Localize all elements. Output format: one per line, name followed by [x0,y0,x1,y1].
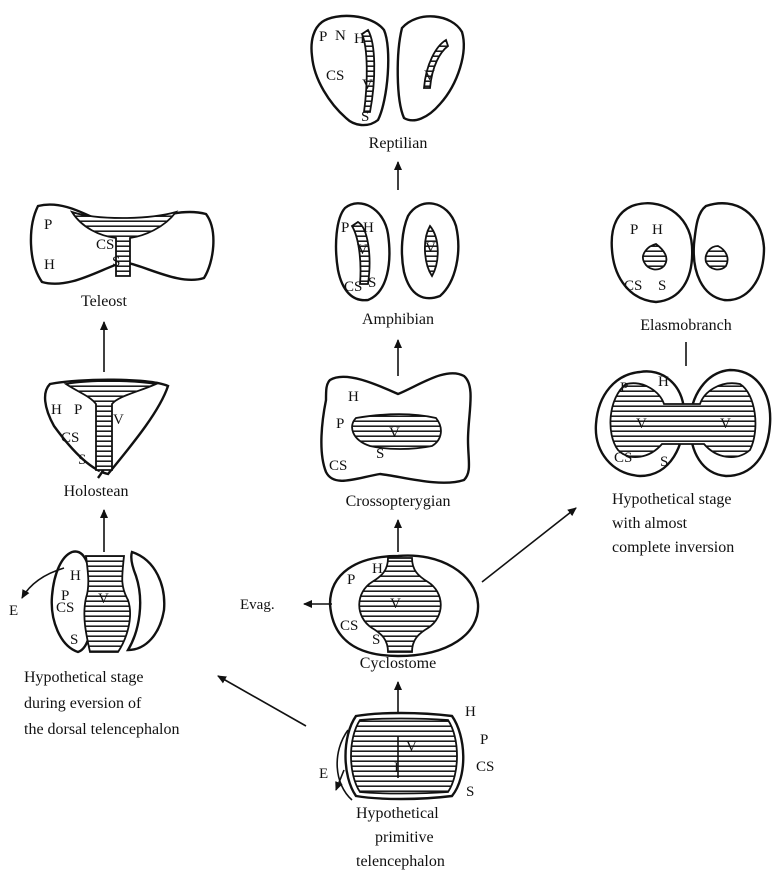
eversion-label-v: V [98,591,109,607]
caption-cyclostome: Cyclostome [360,655,436,672]
caption-amphibian: Amphibian [362,311,434,328]
holostean-label-v: V [113,412,124,428]
inversion-label-h: H [658,374,669,390]
reptilian-label-h: H [354,31,365,47]
elasmobranch-label-h: H [652,222,663,238]
amphibian-label-p: P [341,220,349,236]
caption-inversion-3: complete inversion [612,539,734,556]
caption-inversion-1: Hypothetical stage [612,491,732,508]
caption-eversion-2: during eversion of [24,695,142,712]
holostean-label-s: S [78,452,86,468]
inversion-label-p: P [620,380,628,396]
reptilian-label-n: N [335,28,346,44]
crossopterygian-label-h: H [348,389,359,405]
eversion-section: E H P CS V S Hypothetical stage during e… [9,552,180,738]
reptilian-section: P N H CS V S V Reptilian [311,16,463,152]
caption-elasmobranch: Elasmobranch [640,317,732,334]
inversion-label-cs: CS [614,450,632,466]
reptilian-label-p: P [319,29,327,45]
holostean-label-h: H [51,402,62,418]
primitive-ventricle [351,719,457,794]
teleost-label-cs: CS [96,237,114,253]
elasmobranch-label-s: S [658,278,666,294]
caption-primitive-1: Hypothetical [356,805,439,822]
elasmobranch-label-cs: CS [624,278,642,294]
eversion-label-e: E [9,603,18,619]
teleost-section: P CS H S Teleost [31,205,213,310]
eversion-label-h: H [70,568,81,584]
label-evag: Evag. [240,597,275,613]
holostean-label-cs: CS [61,430,79,446]
caption-eversion-3: the dorsal telencephalon [24,721,180,738]
caption-holostean: Holostean [64,483,129,500]
primitive-label-h: H [465,704,476,720]
elasmobranch-right-ventricle [706,246,728,269]
cyclostome-section: P H V CS S Cyclostome [330,556,478,672]
crossopterygian-label-p: P [336,416,344,432]
inversion-label-v-right: V [720,416,731,432]
arrow-primitive-to-eversion [218,676,306,726]
teleost-label-p: P [44,217,52,233]
cyclostome-label-v: V [390,596,401,612]
arrow-cyclostome-to-inversion [482,508,576,582]
primitive-label-s: S [466,784,474,800]
inversion-ventricle [610,383,755,457]
teleost-label-s: S [112,254,120,270]
holostean-section: H P V CS S Holostean [45,380,168,500]
primitive-label-v: V [406,739,417,755]
crossopterygian-label-s: S [376,446,384,462]
elasmobranch-label-p: P [630,222,638,238]
teleost-label-h: H [44,257,55,273]
inversion-section: P H V V CS S Hypothetical stage with alm… [596,370,770,556]
caption-crossopterygian: Crossopterygian [346,493,451,510]
caption-reptilian: Reptilian [369,135,428,152]
primitive-label-e: E [319,766,328,782]
reptilian-label-s: S [361,109,369,125]
cyclostome-label-h: H [372,561,383,577]
holostean-label-p: P [74,402,82,418]
caption-eversion-1: Hypothetical stage [24,669,144,686]
eversion-label-s: S [70,632,78,648]
caption-inversion-2: with almost [612,515,688,532]
crossopterygian-label-v: V [389,425,400,441]
caption-primitive-3: telencephalon [356,853,445,870]
reptilian-label-v-left: V [362,77,373,93]
reptilian-label-v-right: V [424,68,435,84]
amphibian-label-s: S [368,275,376,291]
caption-primitive-2: primitive [375,829,434,846]
amphibian-label-h: H [363,220,374,236]
elasmobranch-right-hemisphere [694,203,764,300]
eversion-label-cs: CS [56,600,74,616]
amphibian-section: P H V CS S V Amphibian [336,203,458,328]
crossopterygian-label-cs: CS [329,458,347,474]
crossopterygian-section: H P V S CS Crossopterygian [321,373,470,510]
elasmobranch-section: P H CS S Elasmobranch [612,203,764,334]
cyclostome-label-s: S [372,632,380,648]
primitive-label-p: P [480,732,488,748]
eversion-right-lobe [128,552,164,650]
reptilian-label-cs: CS [326,68,344,84]
inversion-label-s: S [660,454,668,470]
amphibian-label-v-right: V [425,240,436,256]
caption-teleost: Teleost [81,293,128,310]
primitive-section: E V I H P CS S Hypothetical primitive te… [319,704,494,870]
amphibian-label-cs: CS [344,279,362,295]
cyclostome-label-cs: CS [340,618,358,634]
inversion-label-v-left: V [636,416,647,432]
primitive-label-cs: CS [476,759,494,775]
primitive-label-i: I [394,760,399,776]
amphibian-label-v-left: V [357,242,368,258]
cyclostome-label-p: P [347,572,355,588]
